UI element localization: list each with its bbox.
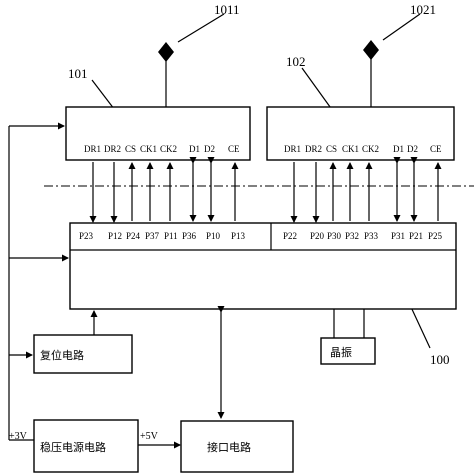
signal-lines-right xyxy=(290,157,442,223)
voltage-5v-label: +5V xyxy=(140,431,159,442)
power-bus xyxy=(8,122,69,441)
label-100: 100 xyxy=(430,352,450,367)
rf1-pin-ck1: CK1 xyxy=(140,144,157,154)
mcu-pin-p33: P33 xyxy=(364,231,379,241)
mcu-pin-p10: P10 xyxy=(206,231,221,241)
mcu-pin-p36: P36 xyxy=(182,231,197,241)
mcu-pin-p30: P30 xyxy=(327,231,342,241)
mcu-pin-p21: P21 xyxy=(409,231,423,241)
leader-1021 xyxy=(382,13,421,41)
mcu-pin-p32: P32 xyxy=(345,231,359,241)
mcu-pin-p23: P23 xyxy=(79,231,94,241)
antenna-1 xyxy=(158,42,174,107)
crystal-box xyxy=(320,337,376,365)
mcu-pin-p22: P22 xyxy=(283,231,297,241)
rf1-pin-d1: D1 xyxy=(189,144,200,154)
rf1-pin-dr2: DR2 xyxy=(104,144,121,154)
rf2-pin-d1: D1 xyxy=(393,144,404,154)
voltage-3v-label: +3V xyxy=(9,431,28,442)
label-101: 101 xyxy=(68,66,88,81)
mcu-pin-p37: P37 xyxy=(145,231,160,241)
rf2-pin-dr1: DR1 xyxy=(284,144,301,154)
rf2-pin-dr2: DR2 xyxy=(305,144,322,154)
crystal-label: 晶振 xyxy=(330,345,352,359)
antenna-2 xyxy=(363,40,379,107)
rf-module-2-pins: DR1 DR2 CS CK1 CK2 D1 D2 CE xyxy=(284,144,442,154)
rf2-pin-ck2: CK2 xyxy=(362,144,379,154)
mcu-pins-left: P23 P12 P24 P37 P11 P36 P10 P13 xyxy=(79,231,246,241)
label-1011: 1011 xyxy=(214,2,240,17)
rf2-pin-d2: D2 xyxy=(407,144,418,154)
rf-module-2 xyxy=(266,106,455,161)
mcu-block xyxy=(69,222,457,310)
rf1-pin-ce: CE xyxy=(228,144,240,154)
mcu-pin-p20: P20 xyxy=(310,231,325,241)
label-102: 102 xyxy=(286,54,306,69)
rf1-pin-d2: D2 xyxy=(204,144,215,154)
rf1-pin-cs: CS xyxy=(125,144,136,154)
mcu-pin-p12: P12 xyxy=(108,231,122,241)
rf-module-1-pins: DR1 DR2 CS CK1 CK2 D1 D2 CE xyxy=(84,144,240,154)
interface-label: 接口电路 xyxy=(207,441,251,454)
mcu-pin-p11: P11 xyxy=(164,231,178,241)
signal-lines-left xyxy=(89,157,239,223)
mcu-pin-p31: P31 xyxy=(391,231,405,241)
regulator-label: 稳压电源电路 xyxy=(40,440,106,454)
mcu-pin-p25: P25 xyxy=(428,231,443,241)
mcu-pin-p24: P24 xyxy=(126,231,141,241)
regulator-box xyxy=(33,419,139,473)
label-1021: 1021 xyxy=(410,2,436,17)
rf1-pin-dr1: DR1 xyxy=(84,144,101,154)
interface-box xyxy=(180,420,294,473)
leader-1011 xyxy=(177,13,225,43)
rf2-pin-ce: CE xyxy=(430,144,442,154)
reset-circuit-label: 复位电路 xyxy=(40,348,84,362)
reset-circuit-box xyxy=(33,334,133,374)
rf-module-1 xyxy=(65,106,251,161)
rf2-pin-cs: CS xyxy=(326,144,337,154)
mcu-pins-right: P22 P20 P30 P32 P33 P31 P21 P25 xyxy=(283,231,443,241)
rf2-pin-ck1: CK1 xyxy=(342,144,359,154)
mcu-pin-p13: P13 xyxy=(231,231,246,241)
rf1-pin-ck2: CK2 xyxy=(160,144,177,154)
